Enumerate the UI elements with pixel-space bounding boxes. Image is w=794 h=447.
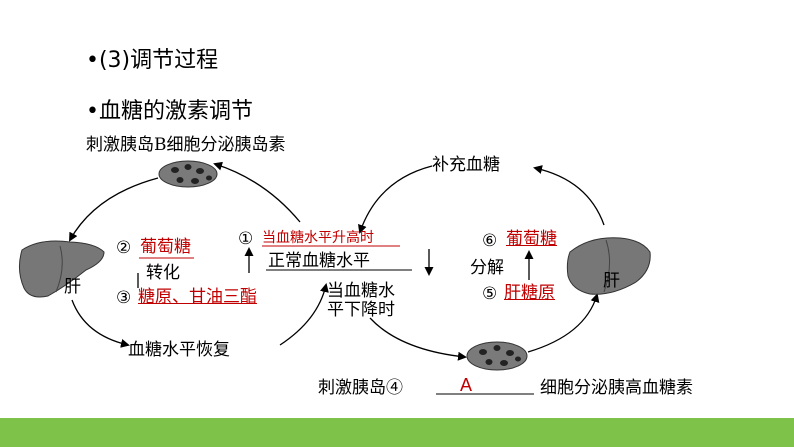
arrow-supplement-to-normal (358, 165, 433, 234)
arrow-drop-to-islet-a (369, 317, 467, 361)
drop-line1: 当血糖水 (327, 281, 395, 301)
left-liver-label: 肝 (64, 277, 81, 297)
bottom-prefix: 刺激胰岛④ (318, 378, 403, 398)
recover-label: 血糖水平恢复 (128, 340, 230, 360)
bottom-suffix: 细胞分泌胰高血糖素 (540, 378, 693, 398)
decompose-label: 分解 (470, 258, 504, 278)
bullet-hormone-regulation: •血糖的激素调节 (86, 99, 253, 124)
top-border (0, 0, 794, 4)
arrow-islet-to-liver-right (527, 293, 600, 353)
arrow-liver-to-supplement (533, 165, 605, 226)
step6-answer: 葡萄糖 (506, 229, 557, 249)
convert-label: 转化 (146, 263, 180, 283)
right-liver-label: 肝 (603, 271, 620, 291)
liver-right-icon (566, 237, 651, 295)
step2-answer: 葡萄糖 (140, 237, 191, 257)
step5-answer: 肝糖原 (504, 283, 555, 303)
islet-a-icon (466, 341, 528, 371)
supplement-label: 补充血糖 (432, 155, 500, 175)
step5-number: ⑤ (482, 284, 498, 304)
bottom-green-bar (0, 418, 794, 447)
arrow-liver-to-recover (71, 299, 130, 348)
step6-number: ⑥ (482, 231, 498, 251)
drop-line2: 平下降时 (327, 300, 395, 320)
bullet-regulation-process: •(3)调节过程 (86, 48, 219, 73)
normal-glucose-label: 正常血糖水平 (268, 251, 370, 271)
step4-answer: A (460, 375, 473, 395)
step1-number: ① (238, 229, 254, 249)
step3-answer: 糖原、甘油三酯 (138, 287, 257, 307)
left-title: 刺激胰岛B细胞分泌胰岛素 (86, 135, 286, 155)
islet-b-icon (158, 160, 218, 188)
step2-number: ② (116, 238, 132, 258)
arrow-islet-to-liver (69, 177, 159, 242)
step3-number: ③ (116, 288, 132, 308)
arrow-recover-to-normal (279, 283, 329, 346)
liver-left-icon (18, 240, 105, 298)
step1-answer: 当血糖水平升高时 (262, 230, 374, 246)
arrow-rise-to-islet (213, 161, 301, 223)
